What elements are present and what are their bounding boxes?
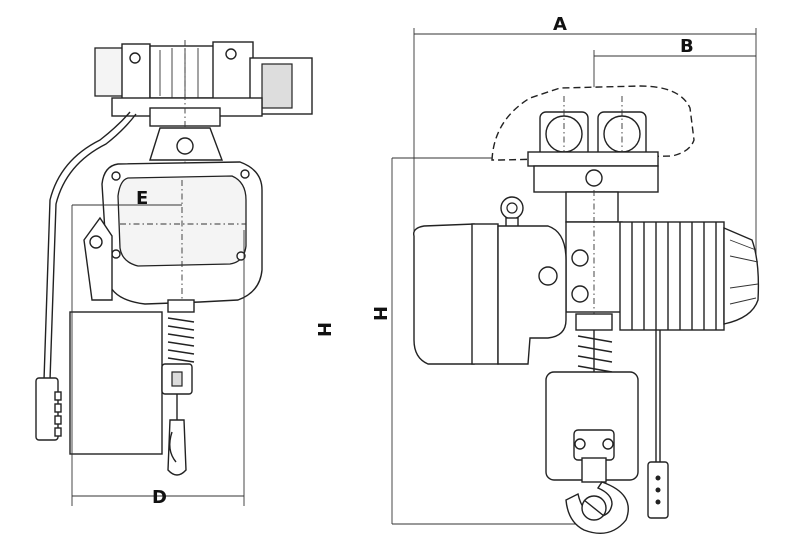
side-view: E D H	[35, 40, 334, 508]
front-left-housing	[413, 223, 589, 365]
side-pendant-cable	[43, 111, 131, 381]
dim-label-h-left: H	[313, 322, 334, 337]
front-eyebolt	[500, 196, 524, 229]
front-pendant	[647, 330, 669, 519]
front-right-motor	[619, 221, 760, 331]
dim-label-b: B	[680, 36, 694, 57]
side-chain	[161, 299, 195, 476]
side-pendant	[35, 377, 62, 441]
front-view: A B H	[369, 14, 760, 534]
side-hoist-body	[83, 161, 263, 305]
dim-label-d: D	[152, 487, 167, 508]
dim-label-h-right: H	[369, 306, 390, 321]
side-chain-bag	[69, 311, 163, 455]
front-trolley	[491, 85, 695, 193]
front-center-frame	[565, 190, 623, 320]
dim-label-e: E	[136, 188, 148, 209]
dim-label-a: A	[553, 14, 567, 35]
side-trolley	[94, 40, 313, 290]
front-hook	[565, 429, 629, 534]
